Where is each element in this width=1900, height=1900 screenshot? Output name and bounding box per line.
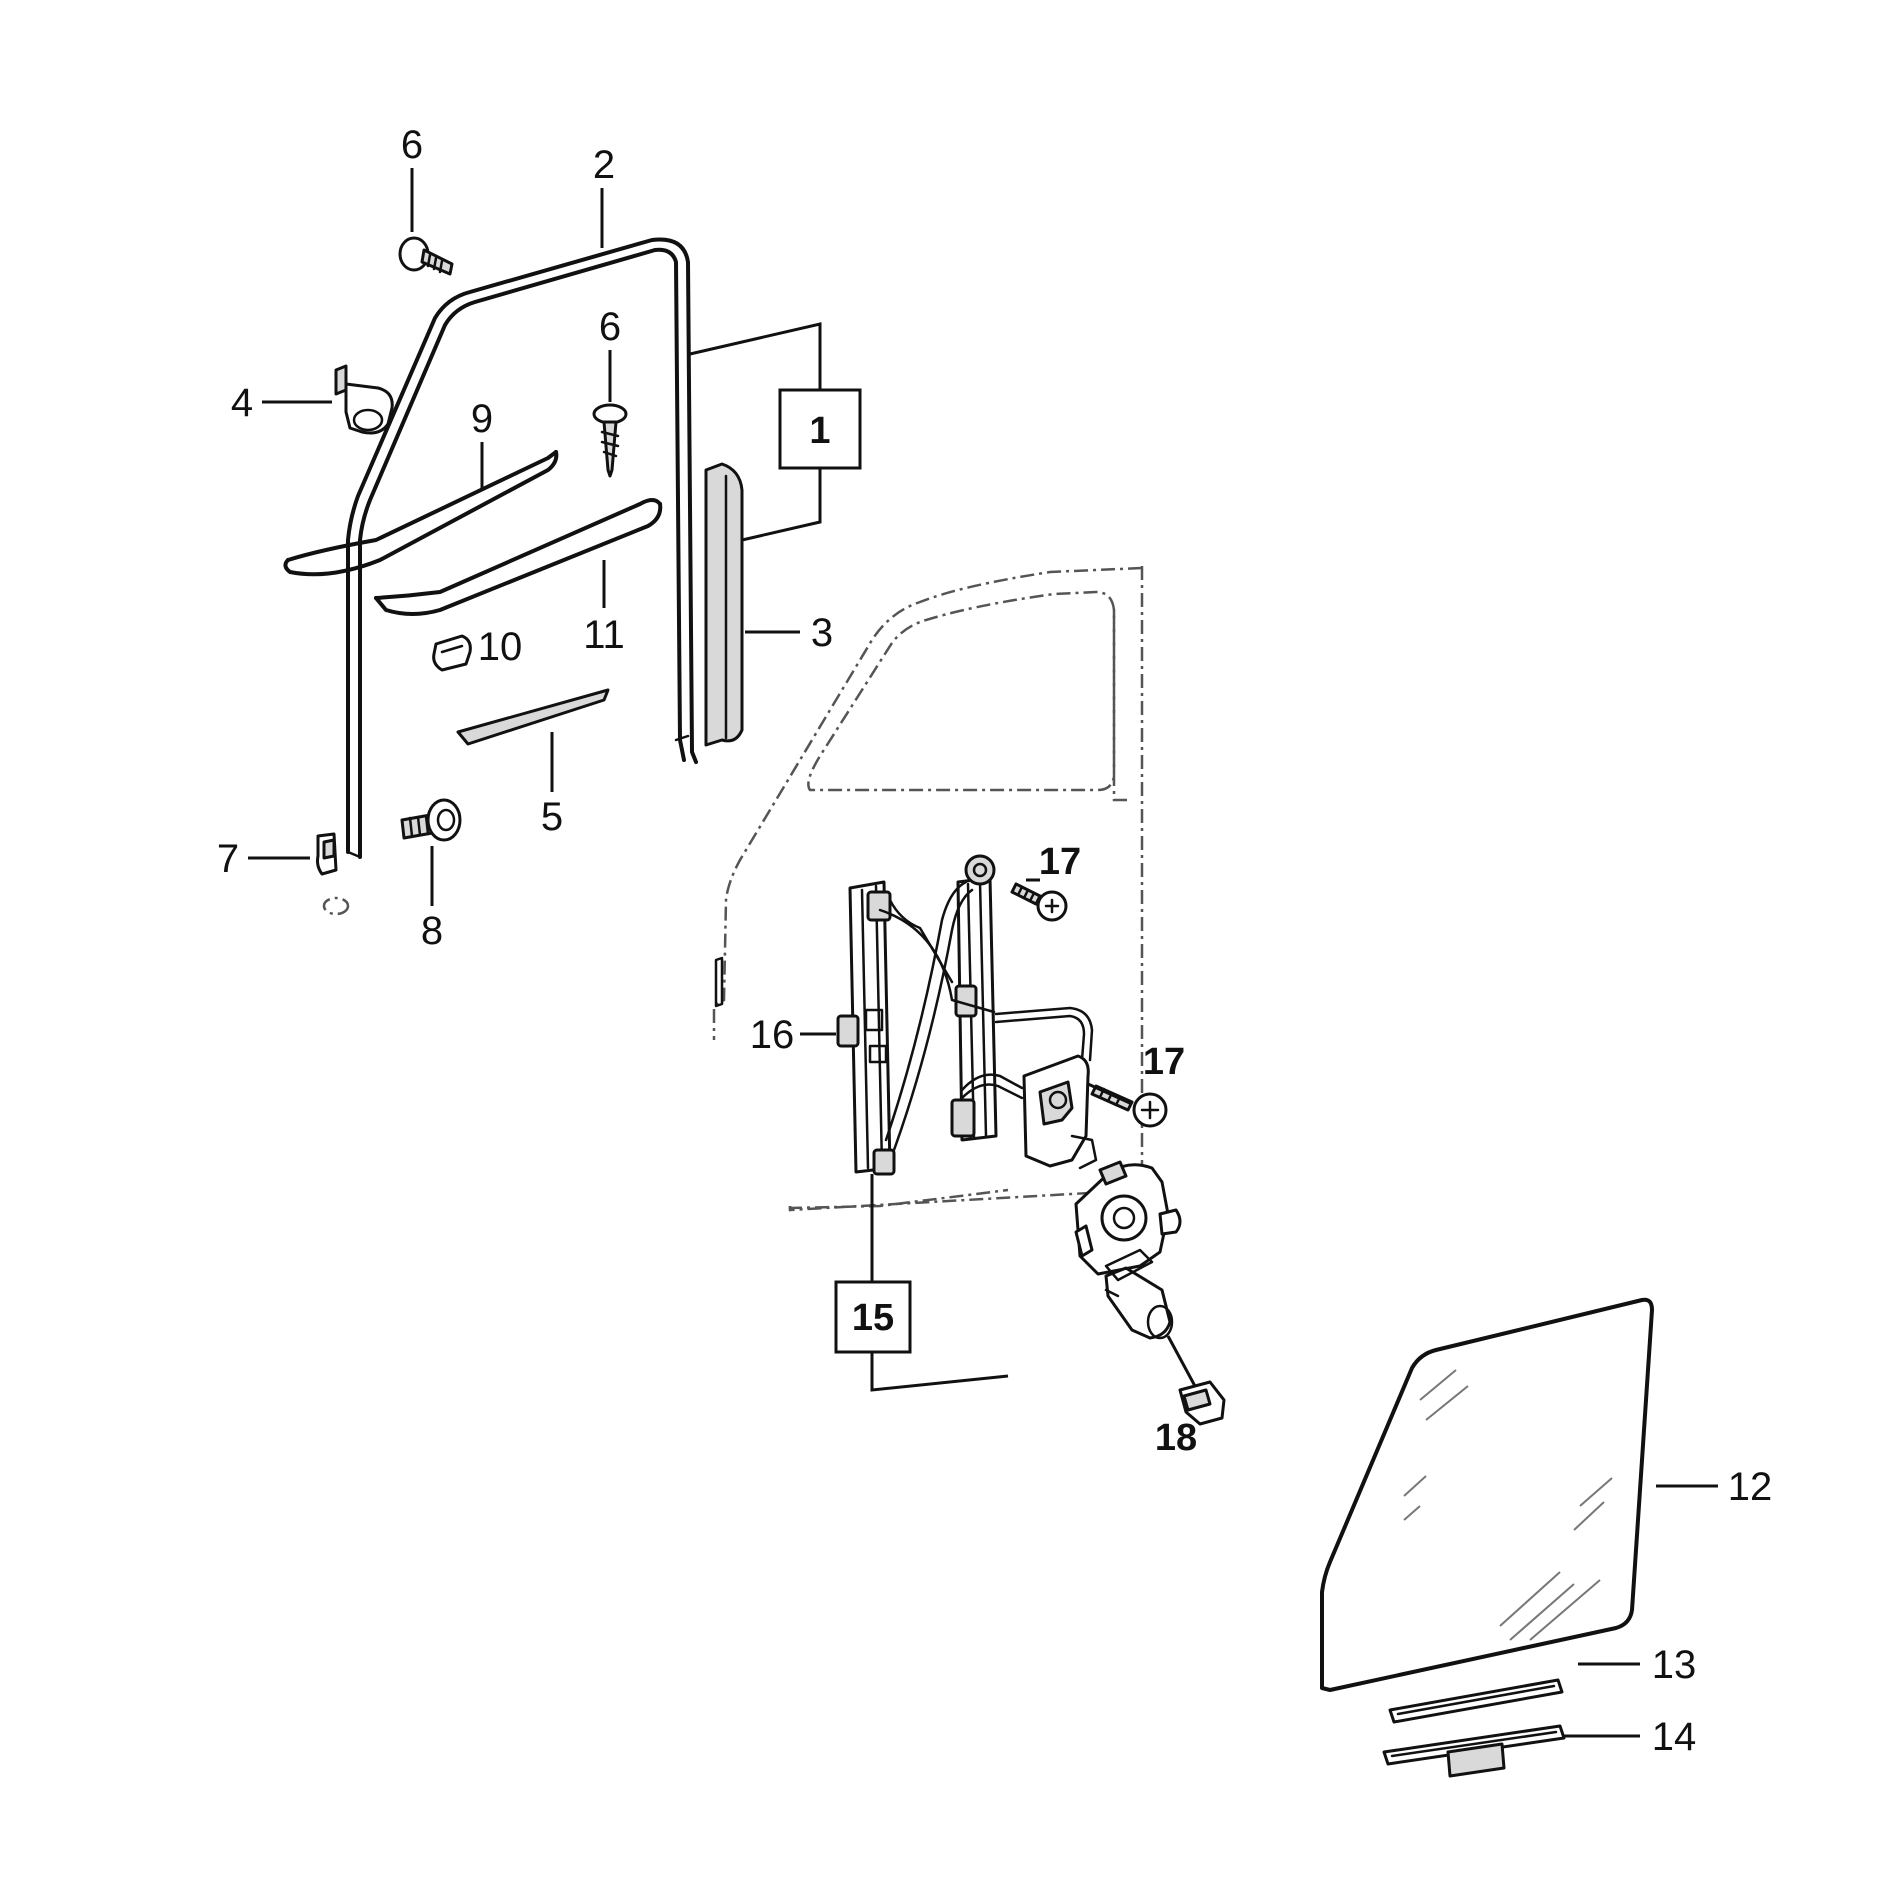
part-3-rear-guide-strip: 3 [704, 462, 833, 747]
part-5-sill-strip: 5 [456, 688, 610, 839]
part-6-upper-label: 6 [401, 123, 423, 167]
part-2-callout: 2 [593, 143, 615, 248]
part-18-connector: 18 [1155, 1335, 1226, 1459]
part-8-label: 8 [421, 909, 443, 953]
part-16-label: 16 [750, 1013, 795, 1057]
part-15-window-regulator: 15 16 [750, 854, 1098, 1392]
part-3-label: 3 [811, 611, 833, 655]
part-10-clip: 10 [432, 625, 523, 672]
window-motor [1074, 1160, 1182, 1340]
part-18-label: 18 [1155, 1417, 1197, 1459]
part-9-label: 9 [471, 397, 493, 441]
part-14-glass-bottom-channel: 14 [1382, 1715, 1697, 1778]
part-2-window-channel-frame [346, 237, 698, 859]
part-1-callout: 1 [689, 322, 862, 548]
part-13-glass-channel: 13 [1388, 1643, 1697, 1724]
part-12-door-glass: 12 [1320, 1297, 1773, 1692]
part-17-screw-upper: 17 [1010, 841, 1081, 922]
part-6-middle-label: 6 [599, 305, 621, 349]
part-11-inner-belt-moulding: 11 [374, 498, 663, 657]
part-1-box [778, 388, 862, 470]
part-1-label: 1 [809, 410, 830, 452]
part-17-screw-lower: 17 [1087, 1041, 1185, 1128]
part-13-label: 13 [1652, 1643, 1697, 1687]
part-10-label: 10 [478, 625, 523, 669]
part-4-label: 4 [231, 381, 253, 425]
part-12-label: 12 [1728, 1465, 1773, 1509]
part-17-upper-label: 17 [1039, 841, 1081, 883]
part-4-clip: 4 [231, 364, 394, 435]
part-15-label: 15 [852, 1297, 894, 1339]
part-8-bolt: 8 [400, 798, 462, 953]
part-17-lower-label: 17 [1143, 1041, 1185, 1083]
part-9-outer-belt-moulding: 9 [283, 397, 559, 577]
door-shell-phantom [712, 566, 1144, 1212]
part-7-clip: 7 [217, 832, 350, 916]
part-6-screw-upper: 6 [398, 123, 454, 276]
part-2-label: 2 [593, 143, 615, 187]
part-14-label: 14 [1652, 1715, 1697, 1759]
part-5-label: 5 [541, 795, 563, 839]
part-11-label: 11 [583, 613, 625, 657]
part-6-screw-middle: 6 [592, 305, 628, 478]
part-7-label: 7 [217, 837, 239, 881]
